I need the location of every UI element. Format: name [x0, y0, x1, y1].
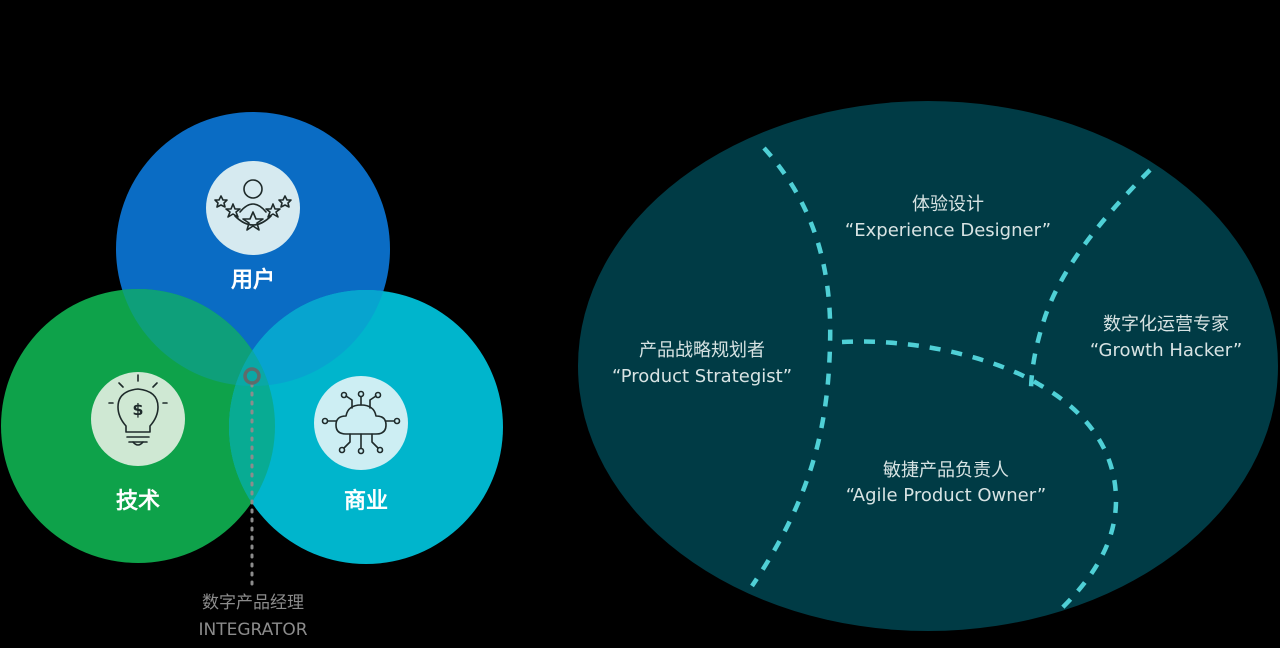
role-product-strategist: 产品战略规划者 “Product Strategist”	[612, 340, 792, 387]
integrator-label-cn: 数字产品经理	[202, 593, 304, 613]
integrator-marker	[243, 367, 261, 385]
integrator-label-en: INTEGRATOR	[198, 620, 307, 640]
user-rating-icon	[214, 179, 292, 231]
roles-ellipse-diagram: 产品战略规划者 “Product Strategist” 体验设计 “Exper…	[578, 101, 1278, 631]
role-cn-product-strategist: 产品战略规划者	[639, 340, 765, 361]
user-icon-badge	[206, 161, 300, 255]
divider-middle	[841, 339, 1119, 612]
role-en-growth-hacker: “Growth Hacker”	[1090, 340, 1242, 361]
role-en-agile-product-owner: “Agile Product Owner”	[846, 485, 1046, 506]
role-cn-experience-designer: 体验设计	[912, 194, 984, 215]
tech-label: 技术	[116, 489, 160, 514]
cloud-circuit-icon	[321, 390, 401, 455]
venn-diagram: $	[1, 112, 503, 640]
business-label: 商业	[344, 488, 388, 514]
role-en-product-strategist: “Product Strategist”	[612, 366, 792, 387]
role-experience-designer: 体验设计 “Experience Designer”	[845, 194, 1051, 241]
user-tech-overlap	[116, 289, 275, 386]
role-cn-agile-product-owner: 敏捷产品负责人	[883, 460, 1009, 481]
lightbulb-dollar-icon: $	[108, 374, 168, 446]
roles-ellipse	[578, 101, 1278, 631]
tech-icon-badge: $	[91, 372, 185, 466]
user-label: 用户	[231, 267, 275, 293]
role-cn-growth-hacker: 数字化运营专家	[1103, 314, 1229, 335]
business-icon-badge	[314, 376, 408, 470]
role-en-experience-designer: “Experience Designer”	[845, 220, 1051, 241]
role-growth-hacker: 数字化运营专家 “Growth Hacker”	[1090, 314, 1242, 361]
role-agile-product-owner: 敏捷产品负责人 “Agile Product Owner”	[846, 460, 1046, 506]
divider-right-top	[1028, 168, 1152, 389]
user-business-overlap	[229, 290, 390, 386]
svg-text:$: $	[132, 400, 143, 419]
